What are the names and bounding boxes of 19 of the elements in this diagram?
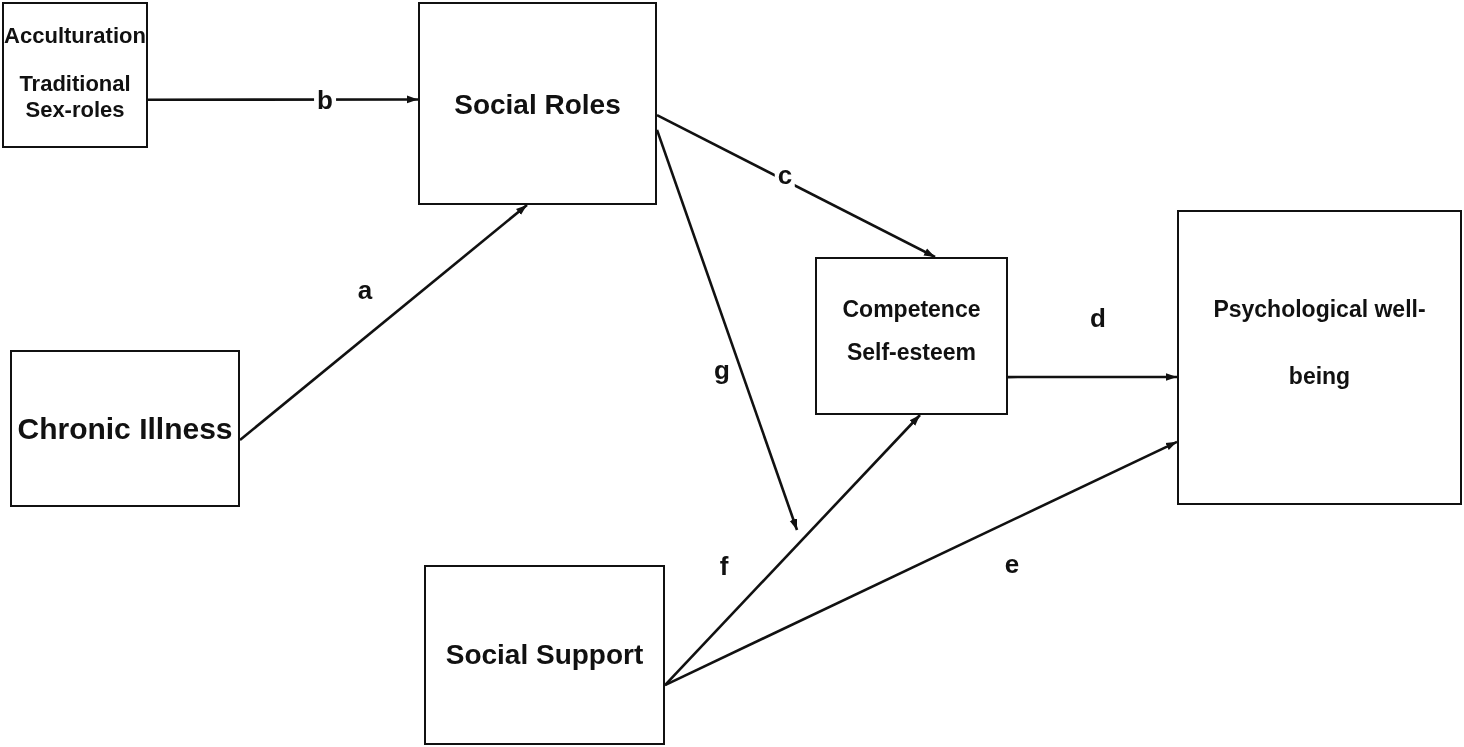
box-text: Social Roles	[454, 88, 621, 122]
box-text: Psychological well-being	[1212, 294, 1427, 391]
box-text: Chronic Illness	[17, 411, 233, 447]
process-box	[2, 2, 148, 148]
arrow	[239, 204, 528, 441]
process-box	[424, 565, 665, 745]
box-text: Traditional Sex-roles	[18, 70, 132, 124]
process-box	[10, 350, 240, 507]
arrow	[664, 414, 921, 686]
process-box	[418, 2, 657, 205]
box-text: Social Support	[445, 637, 644, 672]
process-box	[815, 257, 1008, 415]
arrow	[656, 113, 936, 259]
process-box	[1177, 210, 1462, 505]
arrow	[1008, 373, 1177, 381]
box-text: Competence Self-esteem	[841, 295, 982, 367]
arrow	[664, 440, 1178, 687]
box-text: Acculturation	[4, 22, 146, 50]
arrow	[148, 95, 418, 104]
